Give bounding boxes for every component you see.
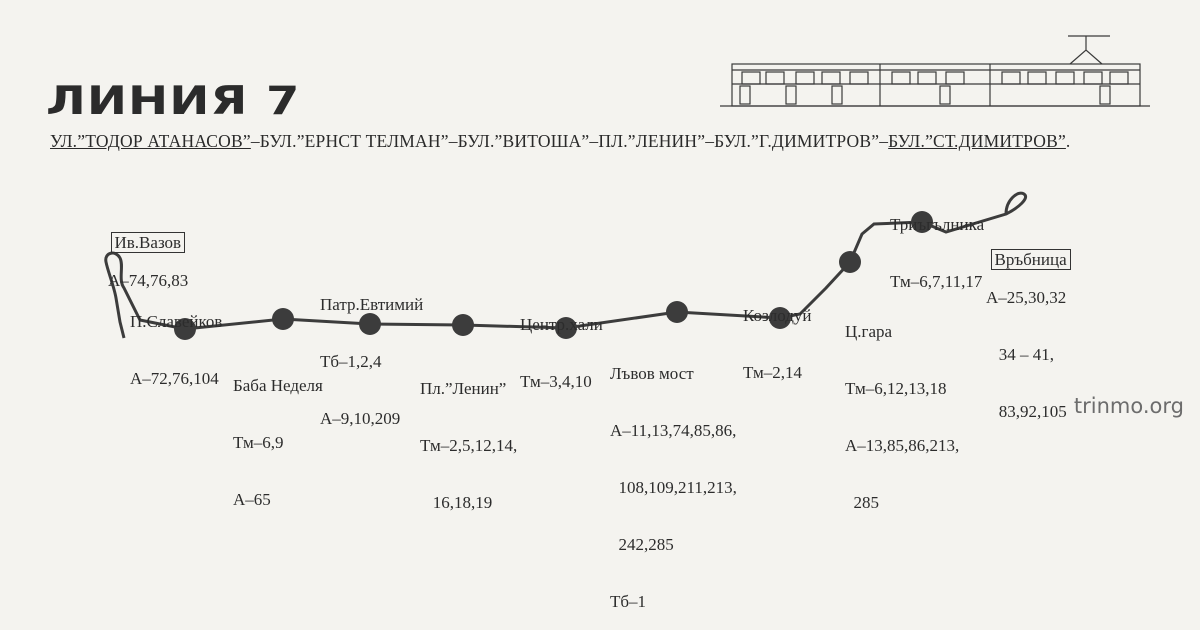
stop-dot-ts-gara-north [839,251,861,273]
stop-lines: Тм–6,12,13,18 [845,379,947,398]
stop-dot-lvov-most [555,317,577,339]
stop-pl-lenin: Пл.”Ленин” Тм–2,5,12,14, 16,18,19 [420,341,517,531]
stop-name: Триъгълника [890,215,985,234]
stop-lines: 242,285 [610,535,674,554]
stop-lines: Тм–6,9 [233,433,284,452]
stop-lines: 108,109,211,213, [610,478,737,497]
stop-name: Лъвов мост [610,364,694,383]
stop-triagalnika: Триъгълника Тм–6,7,11,17 [890,177,984,310]
tram-illustration [720,35,1150,107]
route-middle: –БУЛ.”ЕРНСТ ТЕЛМАН”–БУЛ.”ВИТОША”–ПЛ.”ЛЕН… [250,131,889,151]
stop-markers [174,211,933,340]
stop-lines: Тм–3,4,10 [520,372,592,391]
stop-dot-kozloduy [666,301,688,323]
stop-lines: 34 – 41, [986,345,1054,364]
stop-iv-vazov: Ив.Вазов А–74,76,83 [102,214,188,309]
watermark: trinmo.org [1073,394,1184,418]
stop-lines: А–13,85,86,213, [845,436,960,455]
stop-p-slaveikov: П.Славейков А–72,76,104 [130,274,222,407]
stop-lines: 16,18,19 [420,493,493,512]
stop-name: Центр.хали [520,315,603,334]
stop-lines: А–65 [233,490,271,509]
stop-lines: Тм–2,5,12,14, [420,436,518,455]
stop-lines: Тм–2,14 [743,363,802,382]
stop-lines: 83,92,105 [986,402,1067,421]
stop-lines: А–9,10,209 [320,409,401,428]
route-start-street: УЛ.”ТОДОР АТАНАСОВ” [50,131,251,151]
stop-dot-triagalnika [911,211,933,233]
stop-dot-ts-gara [769,307,791,329]
stop-lines: А–11,13,74,85,86, [610,421,737,440]
stop-kozloduy: Козлодуй Тм–2,14 [743,268,811,401]
stop-varbnitsa: Връбница А–25,30,32 34 – 41, 83,92,105 [982,231,1071,440]
stop-name: Ц.гара [845,322,893,341]
stop-dot-baba-nedelya [174,318,196,340]
stop-lines: А–72,76,104 [130,369,219,388]
route-end-street: БУЛ.”СТ.ДИМИТРОВ” [888,131,1066,151]
stop-name: Ив.Вазов [110,232,186,253]
stop-ts-gara: Ц.гара Тм–6,12,13,18 А–13,85,86,213, 285 [845,284,959,531]
stop-name: Козлодуй [743,306,812,325]
stop-name: П.Славейков [130,312,223,331]
stop-name: Патр.Евтимий [320,295,424,314]
route-end-dot: . [1065,131,1071,151]
stop-lines: Тб–1,2,4 [320,352,382,371]
stop-dot-patr-evtimiy [272,308,294,330]
stop-lines: А–25,30,32 [986,288,1067,307]
route-diagram [104,35,1150,340]
stop-patr-evtimiy: Патр.Евтимий Тб–1,2,4 А–9,10,209 [320,257,423,447]
stop-lvov-most: Лъвов мост А–11,13,74,85,86, 108,109,211… [610,326,737,630]
stop-tsentr-hali: Центр.хали Тм–3,4,10 [520,277,603,410]
stop-lines: Тб–1 [610,592,647,611]
stop-name: Баба Неделя [233,376,323,395]
page-title: ЛИНИЯ 7 [46,78,301,124]
stop-lines: А–74,76,83 [108,271,189,290]
stop-lines: 285 [845,493,880,512]
stop-dot-pl-lenin [359,313,381,335]
stop-name: Връбница [990,249,1071,270]
stop-lines: Тм–6,7,11,17 [890,272,983,291]
stop-dot-tsentr-hali [452,314,474,336]
stop-name: Пл.”Ленин” [420,379,507,398]
stop-baba-nedelya: Баба Неделя Тм–6,9 А–65 [233,338,323,528]
route-description: УЛ.”ТОДОР АТАНАСОВ”–БУЛ.”ЕРНСТ ТЕЛМАН”–Б… [50,131,1070,152]
